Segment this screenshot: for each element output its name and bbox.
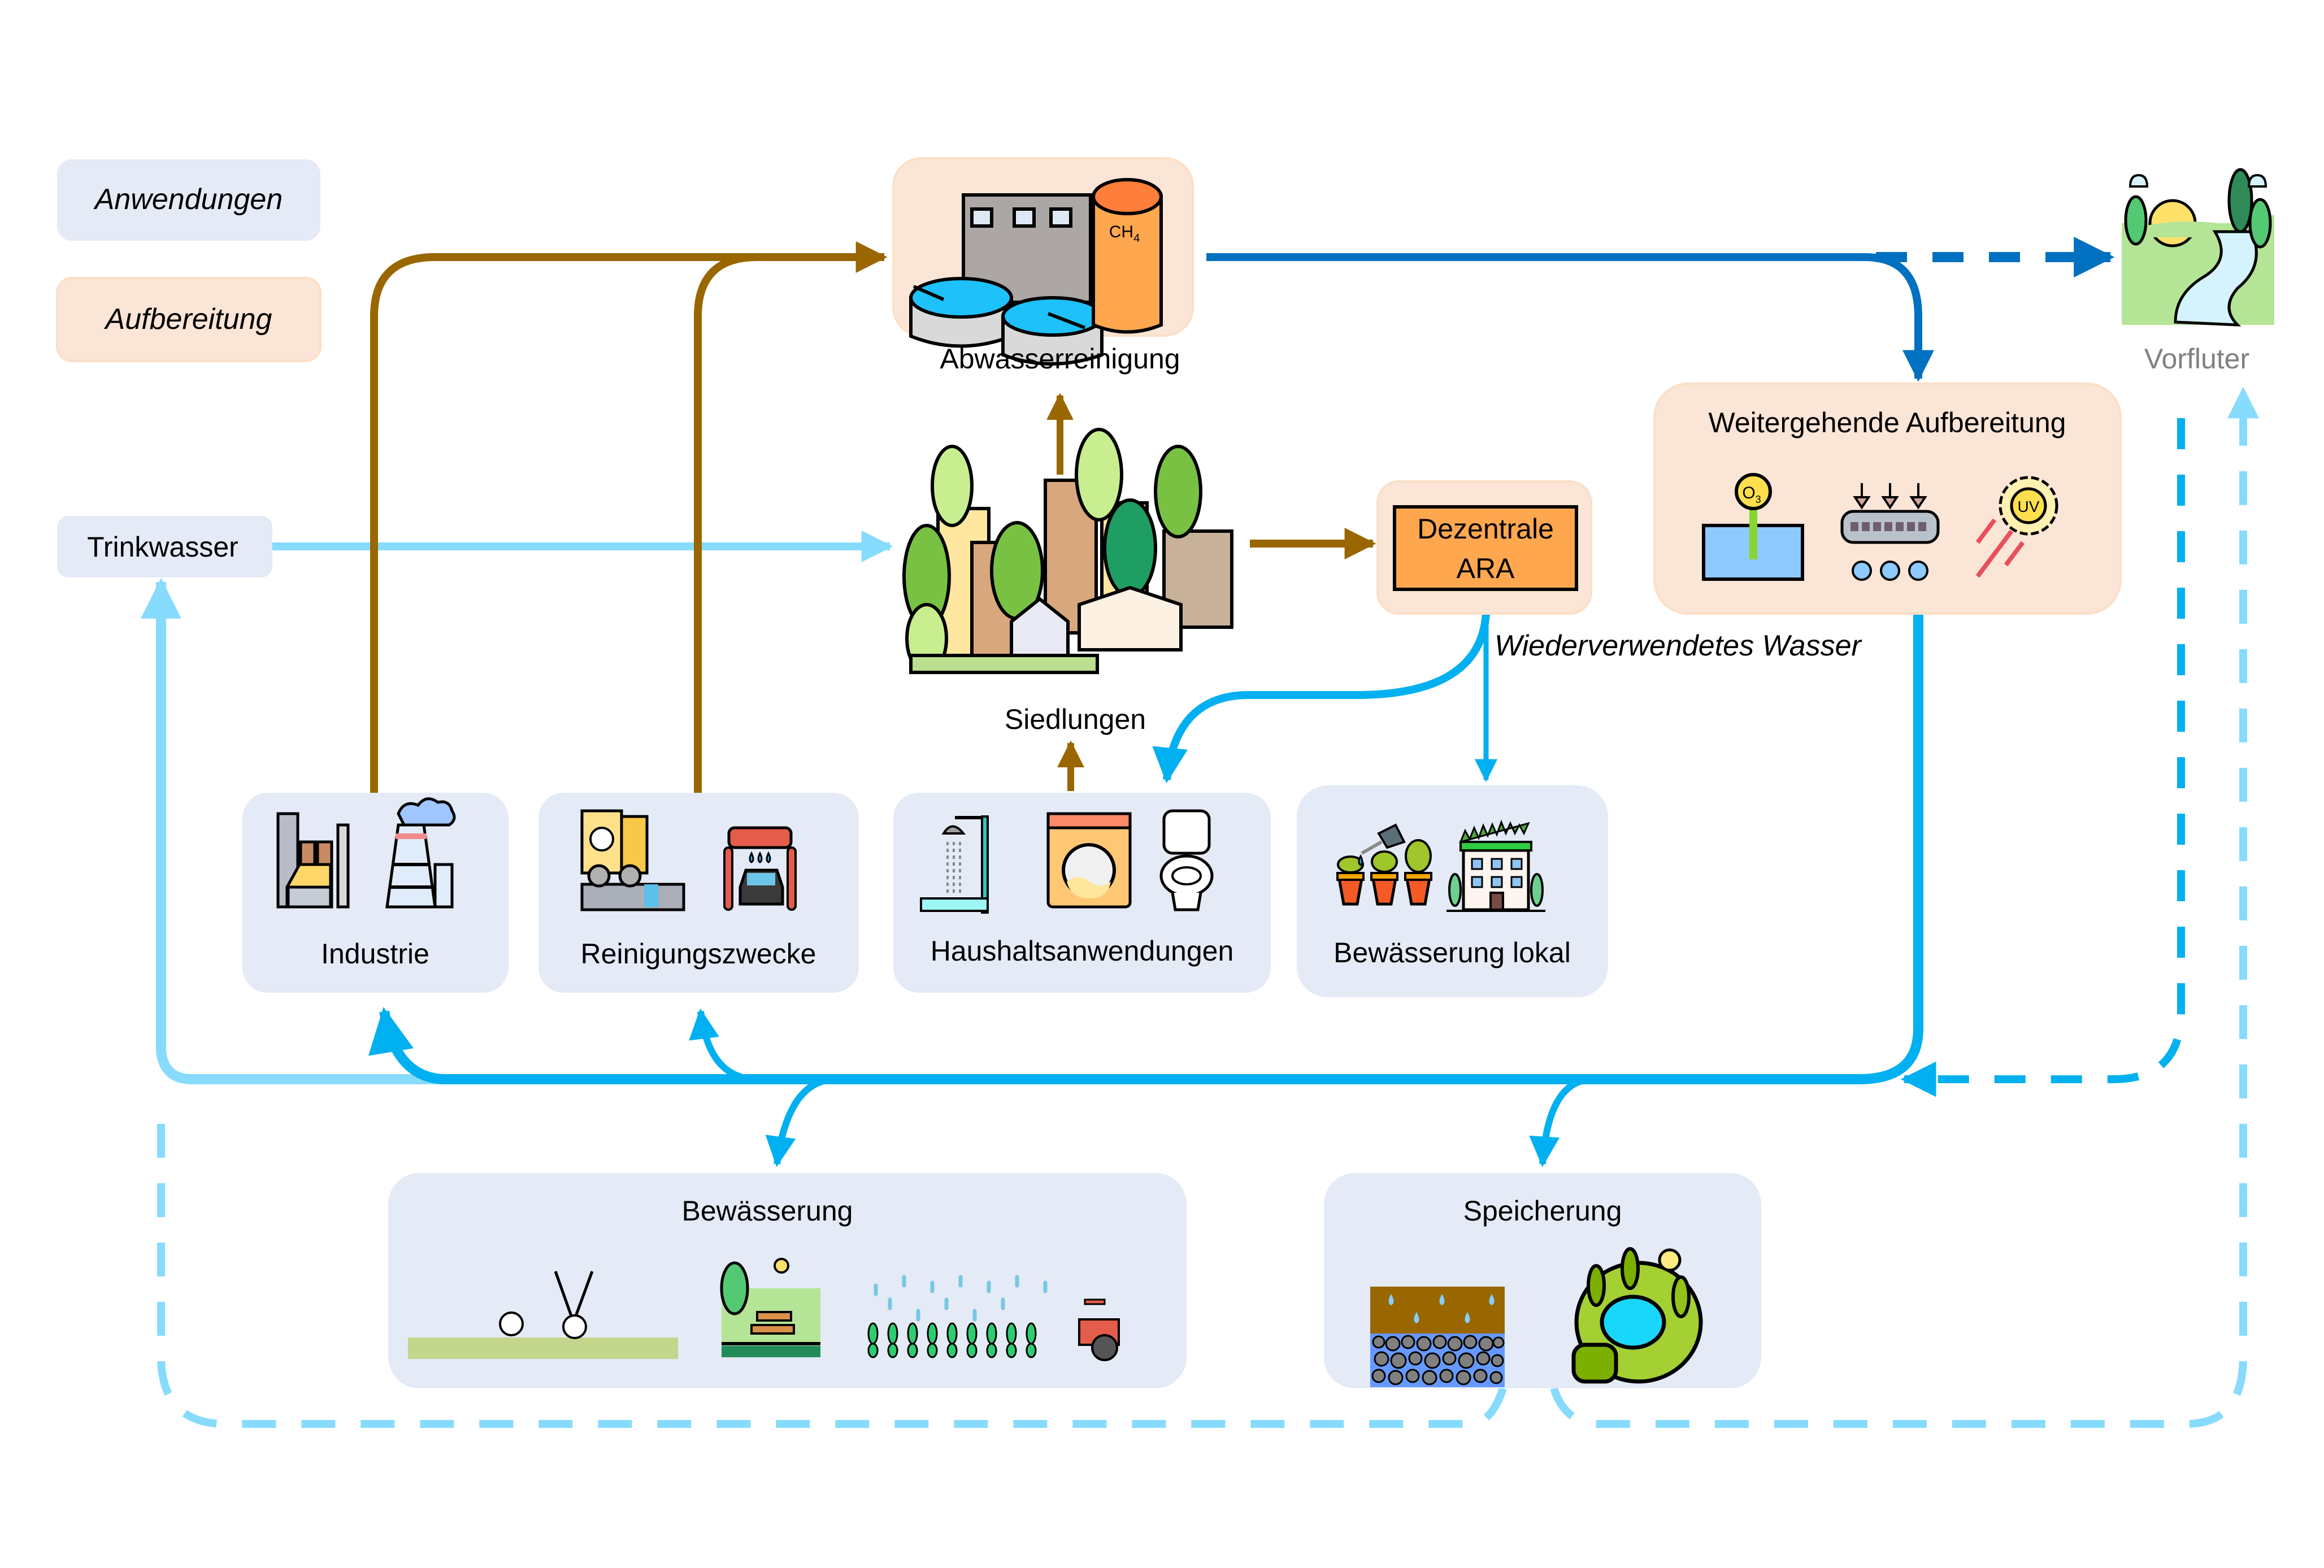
node-advanced-treatment: Weitergehende Aufbereitung O3 UV — [1653, 383, 2122, 615]
membrane-filtration-icon — [1840, 483, 1940, 581]
local-irrigation-label: Bewässerung lokal — [1333, 937, 1571, 968]
industry-label: Industrie — [321, 938, 429, 970]
settlements-label: Siedlungen — [1005, 703, 1146, 735]
factory-icon — [276, 812, 350, 909]
legend-applications-label: Anwendungen — [93, 183, 283, 216]
receiving-water-label: Vorfluter — [2144, 343, 2249, 375]
car-wash-icon — [723, 826, 797, 911]
node-settlements: Siedlungen — [902, 428, 1233, 735]
flow-industry-to-wwtp — [370, 241, 888, 793]
advanced-treatment-label: Weitergehende Aufbereitung — [1709, 407, 2066, 438]
ozonation-o3-icon: O3 — [1702, 473, 1804, 581]
flow-storage-recharge-loop-right — [1550, 386, 2259, 1428]
agricultural-sprinkler-tractor-icon — [867, 1275, 1120, 1361]
flow-wwtp-effluent — [1206, 253, 1934, 382]
flow-cleaning-to-wwtp — [694, 253, 802, 793]
node-local-irrigation: Bewässerung lokal — [1297, 785, 1608, 997]
flow-receiving-water-to-distribution — [1900, 418, 2185, 1097]
toilet-icon — [1159, 809, 1214, 911]
sports-field-icon — [408, 1271, 678, 1359]
groundwater-infiltration-icon — [1370, 1287, 1505, 1387]
node-storage: Speicherung — [1324, 1173, 1761, 1388]
svg-text:CH4: CH4 — [1109, 223, 1140, 245]
shower-icon — [920, 815, 989, 914]
node-receiving-water: Vorfluter — [2122, 168, 2274, 375]
flow-distribution-to-irrigation — [765, 1076, 837, 1167]
flow-advanced-to-distribution — [368, 614, 1923, 1084]
cleaning-label: Reinigungszwecke — [581, 938, 816, 970]
washing-machine-icon — [1046, 812, 1132, 909]
storage-label: Speicherung — [1463, 1195, 1622, 1227]
watering-plants-icon — [1336, 823, 1432, 906]
river-landscape-icon — [2122, 168, 2274, 327]
drinking-water-label: Trinkwasser — [87, 531, 238, 563]
decentral-ara-label-line2: ARA — [1457, 553, 1515, 584]
irrigation-label: Bewässerung — [682, 1195, 853, 1227]
node-drinking-water: Trinkwasser — [57, 516, 272, 577]
flow-reuse-to-drinking — [141, 577, 565, 1084]
flow-distribution-to-storage — [1529, 1076, 1594, 1167]
reused-water-label: Wiederverwendetes Wasser — [1495, 629, 1863, 662]
legend-applications: Anwendungen — [57, 159, 320, 241]
green-roof-building-icon — [1446, 819, 1545, 912]
pond-icon — [1571, 1247, 1703, 1384]
biogas-ch4-tank-icon: CH4 — [1092, 178, 1163, 334]
wastewater-treatment-label: Abwasserreinigung — [940, 343, 1180, 375]
svg-text:O3: O3 — [1742, 484, 1761, 505]
uv-disinfection-icon: UV — [1975, 476, 2058, 578]
node-irrigation: Bewässerung — [388, 1173, 1187, 1388]
node-wastewater-treatment: CH4 Abwasserreinigung — [892, 157, 1194, 375]
flow-distribution-to-cleaning — [689, 1008, 802, 1083]
decentral-ara-label-line1: Dezentrale — [1417, 513, 1554, 545]
legend-treatment: Aufbereitung — [56, 277, 322, 362]
power-plant-icon — [385, 797, 456, 909]
node-industry: Industrie — [242, 793, 509, 993]
svg-text:UV: UV — [2018, 498, 2040, 515]
park-icon — [720, 1258, 820, 1357]
legend-treatment-label: Aufbereitung — [104, 303, 272, 336]
flow-storage-recharge-loop-left — [157, 1102, 1507, 1428]
node-decentral-ara: Dezentrale ARA — [1376, 480, 1592, 615]
flow-ara-to-household — [1152, 613, 1490, 784]
household-label: Haushaltsanwendungen — [931, 935, 1234, 967]
street-cleaning-truck-icon — [580, 809, 685, 911]
city-icon — [902, 428, 1233, 674]
node-household: Haushaltsanwendungen — [893, 793, 1271, 993]
node-cleaning: Reinigungszwecke — [538, 793, 859, 993]
